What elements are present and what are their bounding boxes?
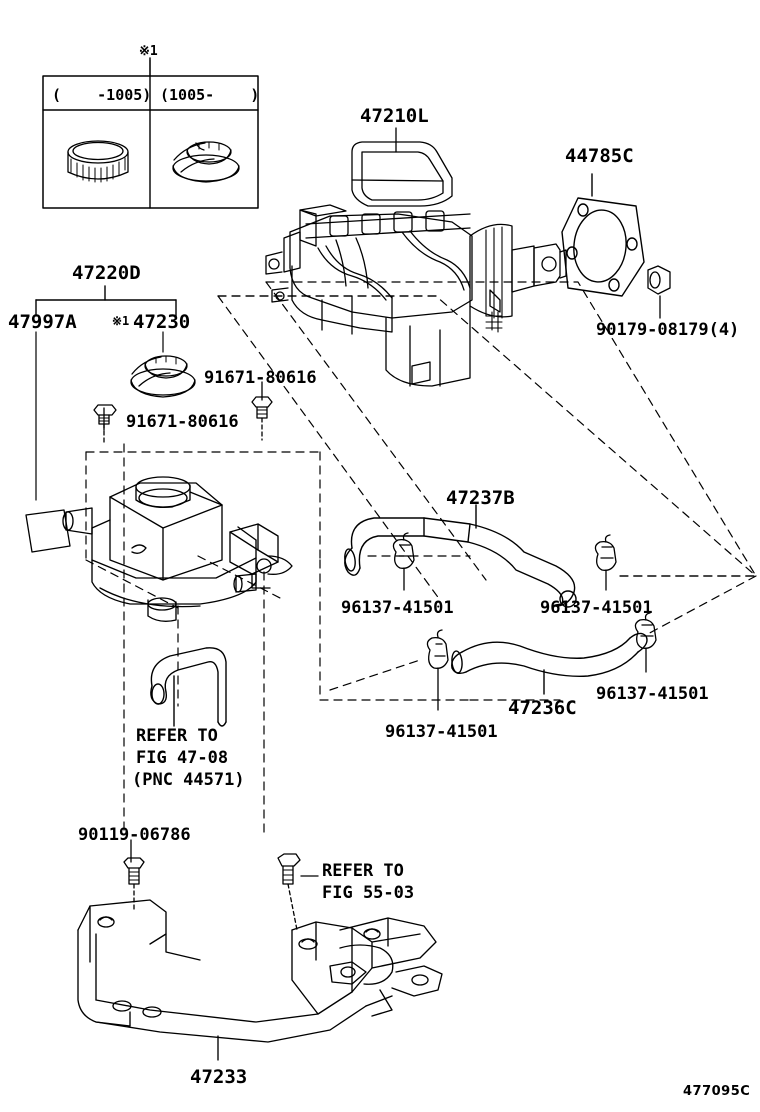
part-label-reservoir-assembly: 47220D: [72, 262, 141, 284]
variant-column-header-2: (1005- ): [160, 86, 260, 104]
part-label-gasket: 44785C: [565, 145, 634, 167]
reference-fig-47-08-line1: REFER TO: [136, 726, 218, 746]
gasket-illustration: [561, 173, 645, 297]
part-label-bracket: 47233: [190, 1066, 248, 1088]
cap-ribbed-illustration: [67, 140, 129, 183]
construction-lines: [85, 281, 757, 837]
part-label-bolt-right: 91671-80616: [204, 368, 317, 388]
figure-code: 477095C: [683, 1084, 751, 1099]
part-label-gasket-nut: 90179-08179(4): [596, 320, 740, 340]
part-label-bolt-left: 91671-80616: [126, 412, 239, 432]
reservoir-bracket-tree: [35, 285, 177, 317]
clamp-upper-left-illustration: [392, 532, 415, 591]
part-label-hose-upper: 47237B: [446, 487, 515, 509]
part-label-bracket-bolt: 90119-06786: [78, 825, 191, 845]
bracket-bolt-left-illustration: [123, 839, 145, 913]
reference-fig-55-03-line1: REFER TO: [322, 861, 404, 881]
variant-table-frame: [42, 57, 259, 209]
variant-table-marker: ※1: [139, 44, 158, 59]
part-label-clamp-3: 96137-41501: [596, 684, 709, 704]
bracket-bolt-right-illustration: [277, 853, 319, 931]
part-label-clamp-2: 96137-41501: [540, 598, 653, 618]
label-plate-illustration: [25, 509, 71, 553]
clamp-lower-left-illustration: [426, 629, 449, 711]
hose-upper-illustration: [344, 504, 577, 608]
bracket-illustration: [77, 899, 443, 1061]
brake-booster-assembly-illustration: [265, 127, 567, 387]
cap-flanged-illustration: [172, 141, 240, 183]
part-label-clamp-1: 96137-41501: [341, 598, 454, 618]
part-label-reservoir-plate: 47997A: [8, 311, 77, 333]
reservoir-cap-marker: ※1: [112, 314, 130, 328]
part-label-clamp-4: 96137-41501: [385, 722, 498, 742]
reference-fig-47-08-line3: (PNC 44571): [132, 770, 245, 790]
part-label-reservoir-cap: 47230: [133, 311, 191, 333]
refer-hose-illustration: [150, 647, 227, 727]
part-label-hose-lower: 47236C: [508, 697, 577, 719]
part-label-booster-assembly: 47210L: [360, 105, 429, 127]
reservoir-tank-illustration: [62, 476, 293, 622]
variant-column-header-1: ( -1005): [52, 86, 152, 104]
clamp-upper-right-illustration: [594, 534, 617, 591]
bolt-right-illustration: [251, 381, 273, 441]
reference-fig-47-08-line2: FIG 47-08: [136, 748, 229, 768]
reservoir-cap-illustration: [130, 355, 196, 398]
reference-fig-55-03-line2: FIG 55-03: [322, 883, 415, 903]
bolt-left-illustration: [93, 404, 117, 443]
clamp-lower-right-illustration: [634, 612, 657, 673]
gasket-nut-illustration: [647, 265, 671, 319]
